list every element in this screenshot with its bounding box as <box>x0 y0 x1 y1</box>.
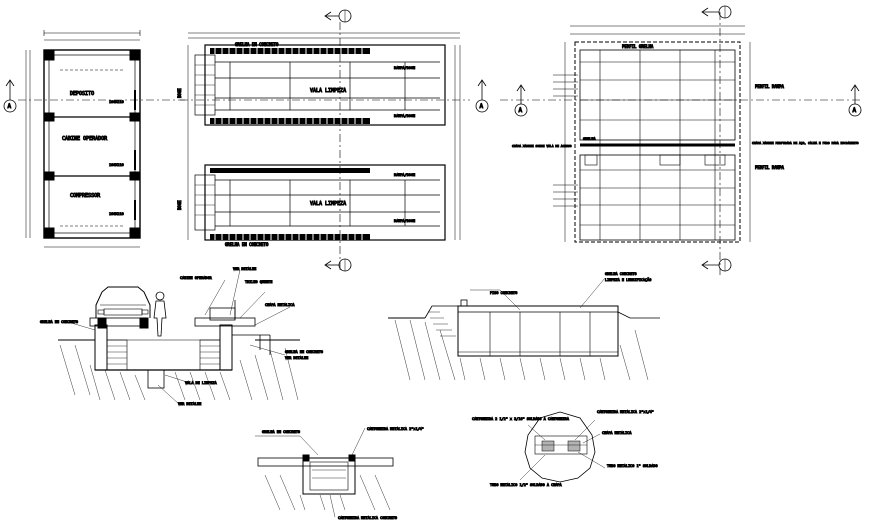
room-label-compressor: COMPRESSOR <box>70 193 101 199</box>
section-1-label: GRELHA EM CONCRETO <box>40 320 78 324</box>
detail-2-label: TUBO METALICO 1/2" SOLDADO A CHAPA <box>490 483 563 487</box>
section-marker-c-left <box>514 84 528 117</box>
section-arrow-bottom-b <box>324 258 352 272</box>
section-arrow-top-b <box>324 9 352 23</box>
section-2-label: PISO CONCRETO <box>490 291 517 295</box>
section-2-label: GRELHA CONCRETO <box>605 272 637 276</box>
vala-label-bottom: VALA LIMPEZA <box>310 201 346 207</box>
window-label: 100X210 <box>109 100 124 104</box>
section-arrow-top-c <box>701 5 732 19</box>
section-1-label: CABINE OPERADOR <box>180 276 213 280</box>
section-marker-letter: A <box>519 107 523 114</box>
plan-c-label: PERFIL RAMPA <box>755 84 784 89</box>
rampa-label: RAMPA/BOGE <box>394 114 415 118</box>
detail-1-label: CANTONEIRA METALICA 2"x1/4" <box>367 427 424 431</box>
window-label: 100X210 <box>109 212 124 216</box>
side-label: BOGE <box>177 200 182 210</box>
detail-1-label: GRELHA EM CONCRETO <box>262 430 300 434</box>
vala-label-top: VALA LIMPEZA <box>310 88 346 94</box>
plan-c-label: GRELHA <box>583 137 597 141</box>
rampa-label: RAMPA/BOGE <box>394 66 415 70</box>
section-1-label: GRELHA EM CONCRETO <box>285 350 323 354</box>
detail-2 <box>519 411 606 483</box>
detail-1 <box>255 427 394 518</box>
plan-c-note-left: CHAPA XADREZ SOBRE VALA DE ACESSO <box>512 144 572 148</box>
detail-2-label: TUBO METALICO 1" SOLDADO <box>607 464 658 468</box>
section-1 <box>58 269 300 406</box>
room-label-cabine: CABINE OPERADOR <box>62 136 108 142</box>
section-marker-letter: A <box>8 103 12 110</box>
rampa-label: RAMPA/BOGE <box>394 173 415 177</box>
section-1-label: VER DETALHE <box>285 356 308 360</box>
room-label-deposito: DEPOSITO <box>70 91 94 97</box>
section-marker-letter: A <box>480 103 484 110</box>
section-marker-middle <box>475 79 489 113</box>
section-1-label: VER DETALHE <box>178 402 201 406</box>
detail-1-label: CANTONEIRA METALICA CONCRETO <box>338 516 397 520</box>
plan-b <box>180 22 470 270</box>
plan-c <box>500 12 860 275</box>
section-arrow-bottom-c <box>701 258 732 272</box>
section-1-label: VER DETALHE <box>233 267 256 271</box>
section-1-label: CHAPA METALICA <box>265 303 295 307</box>
grille-label-top: GRELHA EM CONCRETO <box>235 42 279 47</box>
grille-label-bottom: GRELHA EM CONCRETO <box>225 242 269 247</box>
section-1-label: VALA DE LIMPEZA <box>185 381 218 385</box>
section-2 <box>388 277 660 381</box>
rampa-label: RAMPA/BOGE <box>394 219 415 223</box>
plan-c-label: PERFIL GRELHA <box>622 44 654 49</box>
plan-c-label: PERFIL RAMPA <box>755 165 784 170</box>
window-label: 100X210 <box>109 163 124 167</box>
section-1-label: TRILHO QUENTE <box>245 280 272 284</box>
side-label: BOGE <box>177 88 182 98</box>
detail-2-label: CANTONEIRA 2 1/2" x 3/16" SOLDADO A CANT… <box>472 417 570 421</box>
section-marker-c-right <box>848 84 862 117</box>
section-2-label: LIMPEZA E LUBRIFICAÇÃO <box>605 277 651 282</box>
plan-a <box>18 30 185 248</box>
detail-2-label: CANTONEIRA METALICA 2"x1/4" <box>597 410 654 414</box>
section-marker-left <box>3 79 17 113</box>
detail-2-label: CHAPA METALICA <box>602 431 632 435</box>
section-marker-letter: A <box>853 107 857 114</box>
plan-c-note-right: CHAPA XADREZ PERFURADA DE AÇO, CALHA E F… <box>752 141 859 145</box>
